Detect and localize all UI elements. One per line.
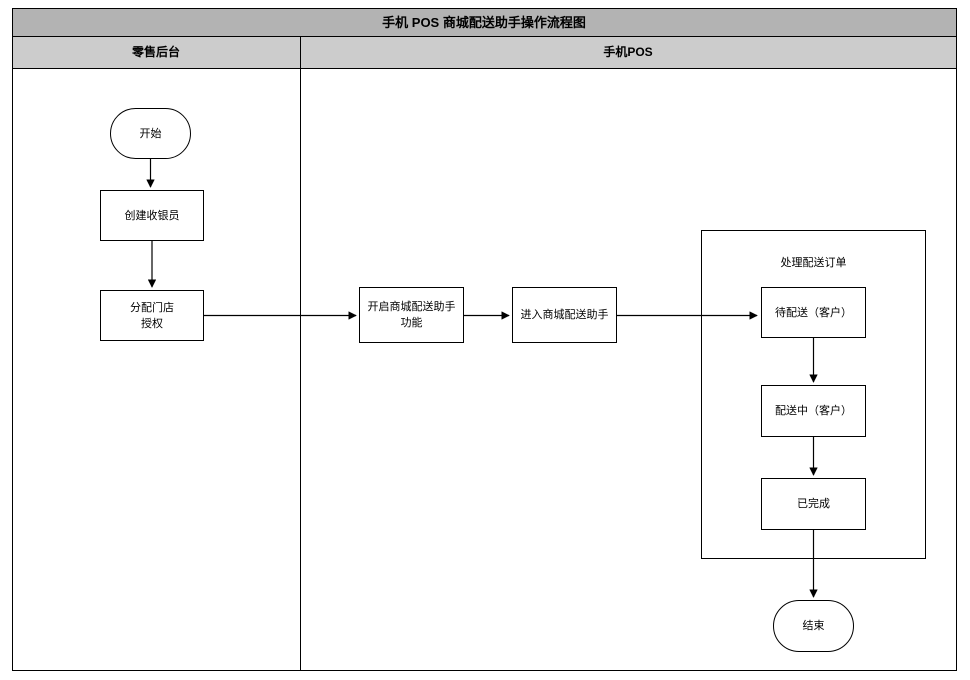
node-enter-mall-delivery[interactable] — [512, 287, 617, 343]
node-pending-delivery-label: 待配送（客户） — [775, 305, 852, 319]
node-enter-mall-delivery-label: 进入商城配送助手 — [521, 307, 609, 321]
node-start-label: 开始 — [140, 126, 162, 140]
node-enable-mall-delivery-label-line1: 开启商城配送助手 — [368, 299, 456, 313]
node-completed[interactable] — [761, 478, 866, 530]
node-enable-mall-delivery[interactable] — [359, 287, 464, 343]
node-end[interactable] — [773, 600, 854, 652]
node-create-cashier[interactable] — [100, 190, 204, 241]
node-end-label: 结束 — [803, 619, 825, 632]
diagram-title-bar — [12, 8, 957, 37]
lane-body-mobile-pos — [300, 68, 957, 671]
node-completed-label: 已完成 — [797, 496, 830, 510]
node-create-cashier-label: 创建收银员 — [125, 208, 180, 222]
lane-header-mobile-pos-bg — [300, 36, 957, 69]
lane-header-retail-backend-bg — [12, 36, 301, 69]
diagram-title: 手机 POS 商城配送助手操作流程图 — [382, 15, 586, 30]
node-delivering-label: 配送中（客户） — [775, 403, 852, 417]
node-group-process-orders-label: 处理配送订单 — [781, 255, 847, 269]
node-enable-mall-delivery-label-line2: 功能 — [401, 315, 423, 329]
node-pending-delivery[interactable] — [761, 287, 866, 338]
node-assign-store-auth[interactable] — [100, 290, 204, 341]
lane-header-mobile-pos-label: 手机POS — [603, 44, 652, 59]
lane-body-retail-backend — [12, 68, 301, 671]
node-assign-store-auth-label-line1: 分配门店 — [130, 300, 174, 314]
lane-header-retail-backend-label: 零售后台 — [131, 44, 180, 59]
node-assign-store-auth-label-line2: 授权 — [141, 316, 163, 330]
